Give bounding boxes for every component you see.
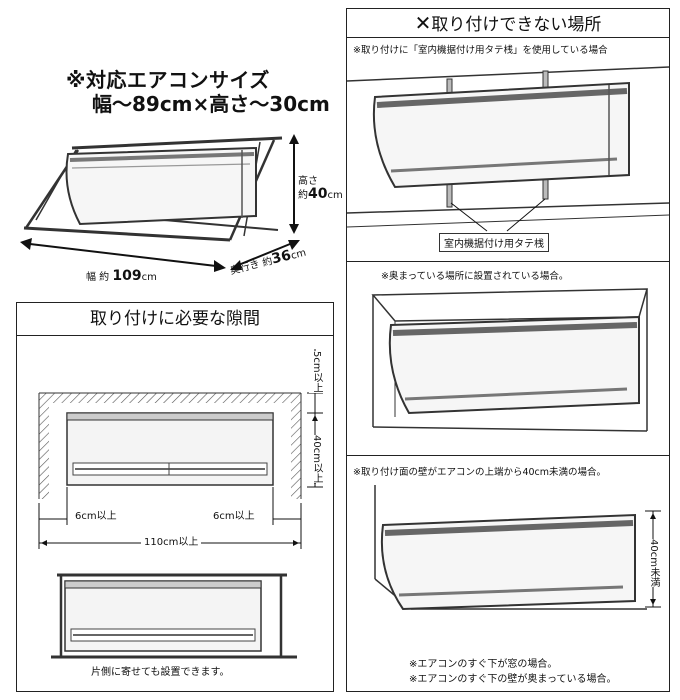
spec-line-2: 幅～89cm×高さ～30cm — [92, 92, 330, 116]
height-dimension: 約40cm — [298, 186, 343, 202]
not-installable-header: ✕取り付けできない場所 — [347, 9, 669, 38]
left-gap-label: 6cm以上 — [75, 511, 117, 522]
spec-line-1: ※対応エアコンサイズ — [66, 68, 270, 92]
clearance-diagram — [38, 349, 323, 549]
case1-text: ※取り付けに「室内機据付け用タテ桟」を使用している場合 — [353, 45, 608, 56]
case3-note-1: ※エアコンのすぐ下が窓の場合。 — [409, 659, 558, 670]
divider-2 — [347, 455, 669, 456]
not-installable-panel: ✕取り付けできない場所 ※取り付けに「室内機据付け用タテ桟」を使用している場合 … — [346, 8, 670, 692]
top-gap-label: 5cm以上 — [309, 351, 324, 393]
not-installable-title: 取り付けできない場所 — [431, 15, 602, 35]
case2-illustration — [371, 288, 649, 432]
height-unit: cm — [327, 190, 343, 201]
total-width-label: 110cm以上 — [141, 533, 202, 548]
side-height-label: 40cm以上 — [309, 435, 324, 483]
case3-dim-label: 40cm未満 — [646, 539, 661, 587]
product-illustration — [20, 134, 300, 272]
height-label: 高さ — [298, 176, 318, 187]
one-side-diagram — [51, 573, 297, 659]
cross-icon: ✕ — [414, 11, 432, 35]
case1-illustration — [346, 66, 670, 232]
one-side-note: 片側に寄せても設置できます。 — [91, 667, 230, 678]
divider-1 — [347, 261, 669, 262]
height-value: 40 — [308, 186, 328, 202]
width-unit: cm — [141, 272, 157, 283]
case3-illustration — [374, 485, 661, 611]
clearance-panel: 取り付けに必要な隙間 — [16, 302, 334, 692]
width-dimension: 幅 約 109cm — [86, 268, 157, 284]
depth-unit: cm — [289, 247, 308, 262]
case3-text: ※取り付け面の壁がエアコンの上端から40cm未満の場合。 — [353, 467, 607, 478]
width-value: 109 — [112, 268, 142, 284]
case3-note-2: ※エアコンのすぐ下の壁が奥まっている場合。 — [409, 674, 617, 685]
case1-callout: 室内機据付け用タテ桟 — [439, 233, 549, 252]
case2-text: ※奥まっている場所に設置されている場合。 — [381, 271, 569, 282]
clearance-title: 取り付けに必要な隙間 — [17, 303, 333, 336]
height-prefix: 約 — [298, 190, 308, 201]
width-prefix: 幅 約 — [86, 272, 110, 283]
right-gap-label: 6cm以上 — [213, 511, 255, 522]
